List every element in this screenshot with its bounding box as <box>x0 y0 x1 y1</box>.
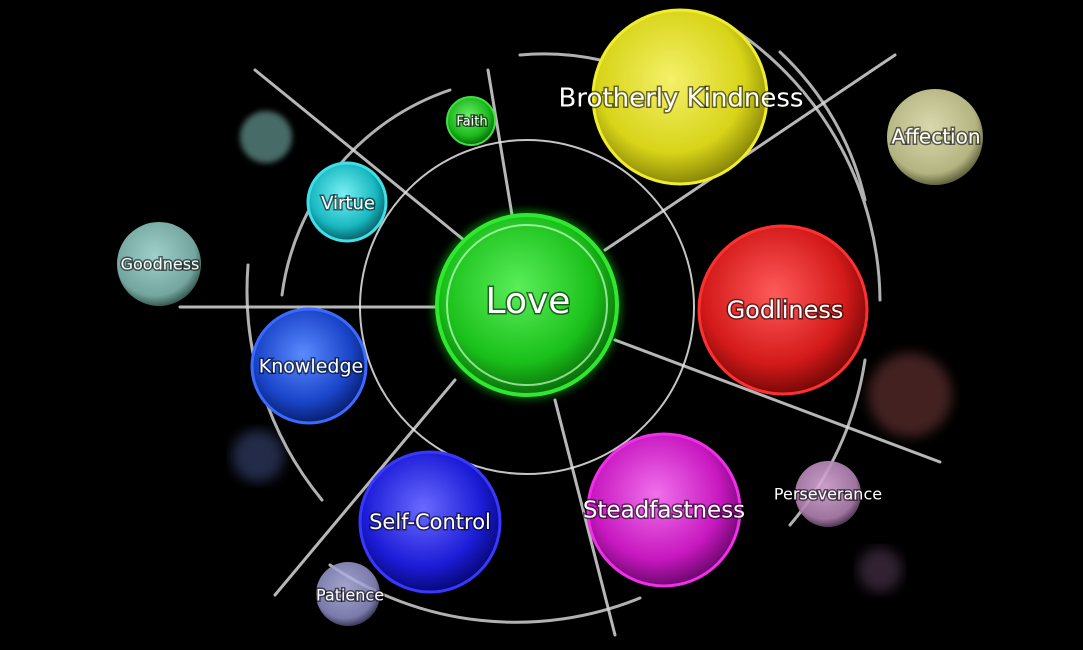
node-knowledge[interactable]: Knowledge <box>250 307 368 425</box>
node-faith-circle[interactable] <box>446 96 496 146</box>
inner-ring <box>359 139 695 475</box>
node-knowledge-circle[interactable] <box>250 307 368 425</box>
spoke-bottomleft <box>273 378 457 597</box>
love-inner-ring <box>446 224 608 386</box>
node-love[interactable]: Love <box>432 210 622 400</box>
spoke-topright <box>603 53 897 252</box>
node-godliness[interactable]: Godliness <box>697 224 869 396</box>
node-steadfastness-circle[interactable] <box>586 432 742 588</box>
node-perseverance-circle[interactable] <box>795 461 861 527</box>
bokeh-slate <box>232 430 284 482</box>
node-patience-circle[interactable] <box>316 562 380 626</box>
node-patience[interactable]: Patience <box>314 562 386 626</box>
node-affection[interactable]: Affection <box>887 89 983 185</box>
node-virtue-label: Virtue <box>321 193 375 214</box>
spoke-topleft <box>253 68 472 247</box>
node-brotherly-kindness[interactable]: Brotherly Kindness <box>557 8 805 186</box>
node-affection-label: Affection <box>891 125 980 149</box>
node-perseverance[interactable]: Perseverance <box>772 461 884 527</box>
node-godliness-label: Godliness <box>727 296 844 324</box>
node-knowledge-label: Knowledge <box>259 356 363 378</box>
bokeh-decor <box>232 111 952 592</box>
bokeh-teal <box>240 111 292 163</box>
node-brotherly-kindness-label: Brotherly Kindness <box>559 84 804 114</box>
mid-arc-topright <box>518 52 602 62</box>
node-godliness-circle[interactable] <box>697 224 869 396</box>
node-self-control-label: Self-Control <box>369 510 491 534</box>
love-circle[interactable] <box>435 213 619 397</box>
spokes <box>178 53 942 637</box>
node-faith-label: Faith <box>456 115 487 130</box>
node-steadfastness-label: Steadfastness <box>583 498 745 524</box>
node-self-control[interactable]: Self-Control <box>358 450 502 594</box>
node-affection-circle[interactable] <box>887 89 983 185</box>
node-goodness[interactable]: Goodness <box>117 222 201 306</box>
bokeh-mauve <box>858 548 902 592</box>
node-goodness-circle[interactable] <box>117 222 201 306</box>
node-brotherly-kindness-circle[interactable] <box>591 8 769 186</box>
node-patience-label: Patience <box>316 586 384 605</box>
outer-nodes: Affection Perseverance Patience Goodness <box>117 89 983 626</box>
love-label: Love <box>486 281 571 322</box>
node-faith[interactable]: Faith <box>446 96 496 146</box>
bokeh-brown <box>868 353 952 437</box>
virtue-nodes: Brotherly Kindness Godliness Steadfastne… <box>250 8 869 594</box>
node-perseverance-label: Perseverance <box>774 485 882 504</box>
node-self-control-circle[interactable] <box>358 450 502 594</box>
spoke-right <box>613 338 942 464</box>
node-virtue[interactable]: Virtue <box>306 161 388 243</box>
outer-arc-right <box>733 28 882 302</box>
node-steadfastness[interactable]: Steadfastness <box>581 432 747 588</box>
spoke-bottom <box>553 398 617 637</box>
mid-arc-right <box>778 50 867 202</box>
node-goodness-label: Goodness <box>121 255 200 274</box>
node-virtue-circle[interactable] <box>306 161 388 243</box>
